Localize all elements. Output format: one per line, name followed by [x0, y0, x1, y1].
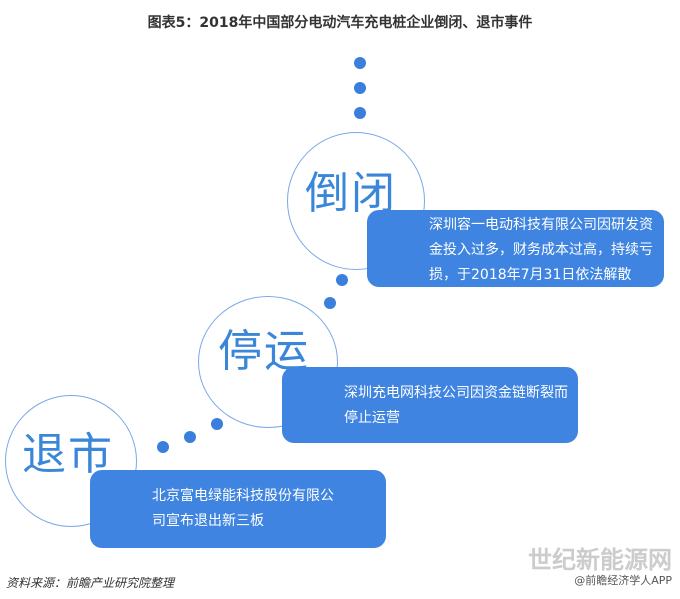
dot	[336, 274, 348, 286]
event-desc-closure: 深圳容一电动科技有限公司因研发资金投入过多，财务成本过高，持续亏损，于2018年…	[367, 210, 664, 287]
dot	[324, 297, 336, 309]
chart-title: 图表5：2018年中国部分电动汽车充电桩企业倒闭、退市事件	[147, 15, 533, 31]
dot	[211, 418, 223, 430]
dot	[354, 107, 366, 119]
source-note: 资料来源：前瞻产业研究院整理	[6, 576, 175, 590]
site-watermark: 世纪新能源网	[528, 546, 672, 574]
dot	[354, 82, 366, 94]
dot	[184, 431, 196, 443]
event-desc-delisting: 北京富电绿能科技股份有限公司宣布退出新三板	[90, 470, 386, 548]
dot	[354, 57, 366, 69]
watermark: @前瞻经济学人APP	[574, 574, 672, 587]
event-desc-suspension: 深圳充电网科技公司因资金链断裂而停止运营	[282, 367, 578, 443]
dot	[157, 441, 169, 453]
